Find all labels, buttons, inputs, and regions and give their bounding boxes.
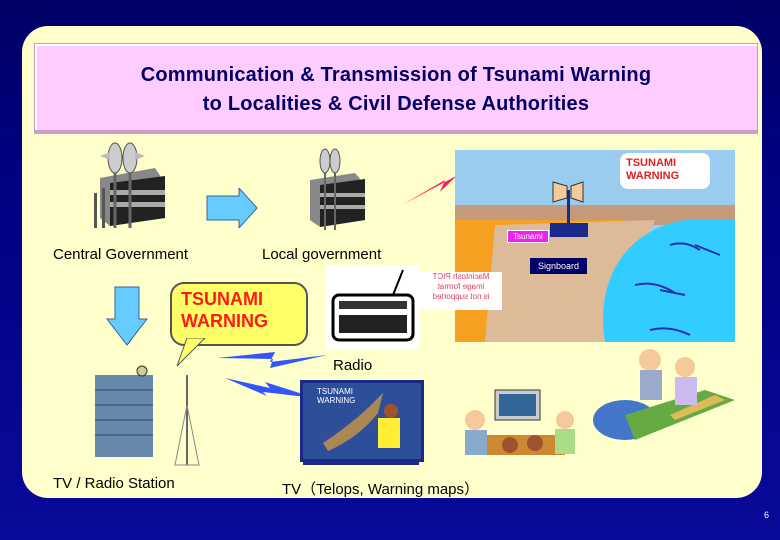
bubble-tail <box>176 338 206 367</box>
title-line-1: Communication & Transmission of Tsunami … <box>140 64 652 86</box>
siren-warning-line2: WARNING <box>626 170 680 182</box>
title-banner: Communication & Transmission of Tsunami … <box>34 43 758 131</box>
page-number: 6 <box>764 510 770 520</box>
warning-line1: TSUNAMI <box>181 289 263 309</box>
siren-warning-line1: TSUNAMI <box>626 157 677 169</box>
tsunami-warning-bubble: TSUNAMI WARNING <box>170 282 308 346</box>
tsunami-sign: Tsunami <box>507 230 549 243</box>
tv-screen-line1: TSUNAMI <box>317 387 353 396</box>
title-line-2: to Localities & Civil Defense Authoritie… <box>202 93 590 115</box>
signboard-label: Signboard <box>530 258 588 274</box>
tv-radio-station-label: TV / Radio Station <box>53 475 175 492</box>
family-watching-tv-icon <box>465 389 575 455</box>
pict-line1: Macintosh PICT <box>432 272 490 281</box>
local-government-building-icon <box>310 148 365 230</box>
broadcast-station-icon <box>95 365 200 466</box>
pict-line3: is not supported <box>432 292 490 301</box>
evacuating-people-icon <box>593 349 735 440</box>
arrow-down-icon <box>105 286 149 346</box>
tv-label: TV（Telops, Warning maps） <box>282 481 480 498</box>
central-government-building-icon <box>94 142 165 228</box>
radio-wave-bolts <box>217 352 327 398</box>
local-government-label: Local government <box>262 246 382 263</box>
tv-stand <box>303 462 419 465</box>
tv-warning-map: TSUNAMI WARNING <box>300 380 424 462</box>
radio-label: Radio <box>333 357 373 374</box>
central-government-label: Central Government <box>53 246 189 263</box>
pict-placeholder: Macintosh PICT image format is not suppo… <box>420 272 502 310</box>
coastal-siren-scene: TSUNAMI WARNING Tsunami Signboard <box>455 150 735 342</box>
pict-line2: image format <box>437 282 485 291</box>
arrow-right-icon <box>206 188 258 228</box>
siren-warning-bubble: TSUNAMI WARNING <box>620 153 710 189</box>
tv-screen-line2: WARNING <box>317 396 356 405</box>
radio-icon <box>325 265 420 350</box>
warning-line2: WARNING <box>181 311 268 331</box>
